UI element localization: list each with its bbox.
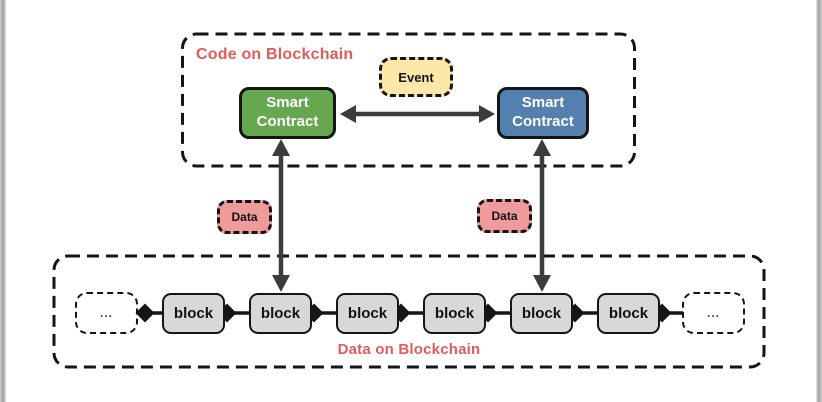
code-section-border (181, 32, 636, 168)
bidirectional-arrow-horizontal (340, 105, 495, 123)
arrowhead-left-icon (340, 105, 356, 123)
bidirectional-arrow-left (272, 139, 290, 292)
data-section-border (52, 254, 766, 369)
block-node: block (597, 293, 660, 334)
code-section-title: Code on Blockchain (196, 46, 354, 63)
block-node: block (162, 293, 225, 334)
block-node: block (510, 293, 573, 334)
event-chip: Event (379, 57, 453, 97)
arrowhead-right-icon (479, 105, 495, 123)
data-section-title: Data on Blockchain (337, 341, 481, 358)
block-node: block (249, 293, 312, 334)
block-node: block (423, 293, 486, 334)
arrowhead-up-icon (533, 139, 551, 156)
data-chip-right: Data (477, 199, 532, 233)
arrowhead-down-icon (272, 275, 290, 292)
arrowhead-down-icon (533, 275, 551, 292)
chain-ellipsis-left: ... (75, 292, 138, 334)
smart-contract-left: Smart Contract (239, 87, 336, 139)
bidirectional-arrow-right (533, 139, 551, 292)
data-chip-left: Data (217, 200, 272, 234)
chain-ellipsis-right: ... (682, 292, 745, 334)
block-node: block (336, 293, 399, 334)
smart-contract-right: Smart Contract (497, 87, 589, 139)
diamond-connector-icon (135, 303, 155, 323)
window-border-right (816, 0, 822, 402)
window-border-left (0, 0, 6, 402)
arrowhead-up-icon (272, 139, 290, 156)
